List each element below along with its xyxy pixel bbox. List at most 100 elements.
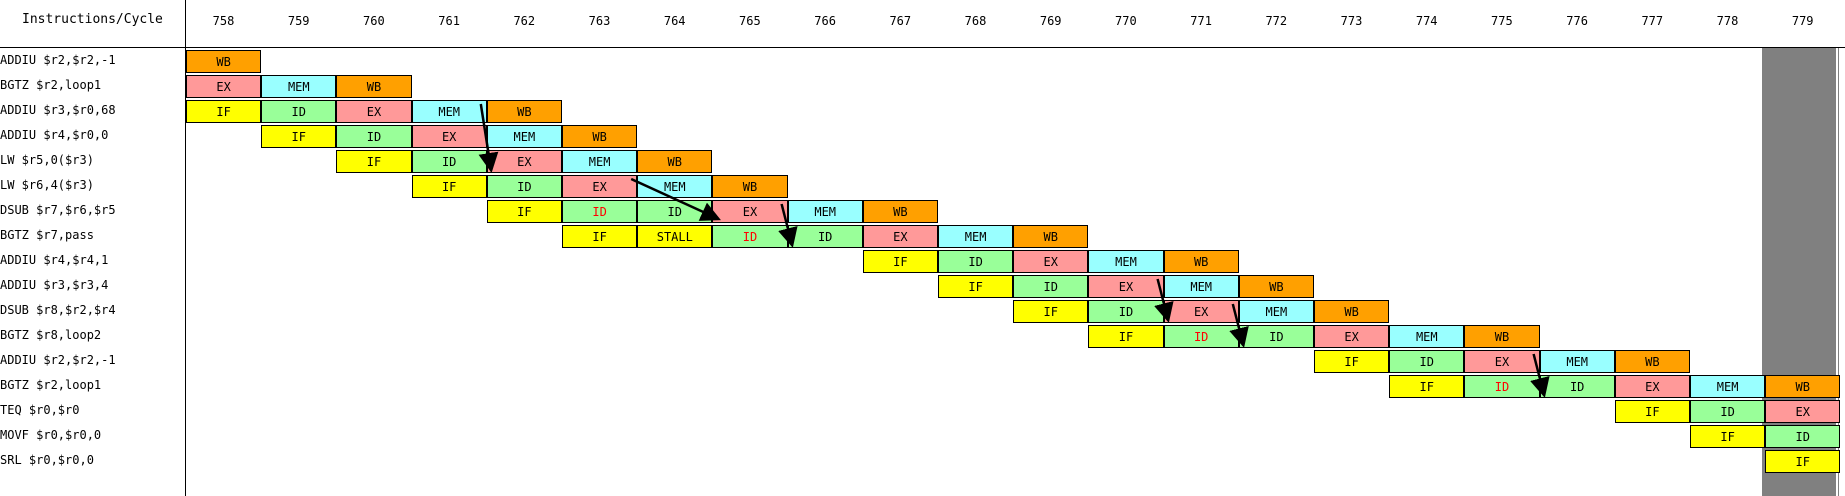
stage-cell-id: ID xyxy=(411,150,487,173)
cycle-header-cell: 762 xyxy=(513,14,536,28)
stage-cell-mem: MEM xyxy=(1238,300,1314,323)
instruction-label: ADDIU $r4,$r0,0 xyxy=(0,128,109,142)
instruction-label: ADDIU $r3,$r0,68 xyxy=(0,103,116,117)
stage-cell-ex: EX xyxy=(1314,325,1390,348)
stage-cell-wb: WB xyxy=(562,125,638,148)
stage-cell-ex: EX xyxy=(1614,375,1690,398)
stage-cell-id: ID xyxy=(787,225,863,248)
stage-cell-if: IF xyxy=(862,250,938,273)
stage-cell-ex: EX xyxy=(1765,400,1841,423)
stage-cell-wb: WB xyxy=(1013,225,1089,248)
header-divider xyxy=(0,47,1845,48)
stage-cell-mem: MEM xyxy=(637,175,713,198)
stage-cell-wb: WB xyxy=(186,50,262,73)
stage-cell-wb: WB xyxy=(862,200,938,223)
stage-cell-if: IF xyxy=(1389,375,1465,398)
stage-cell-mem: MEM xyxy=(1389,325,1465,348)
stage-cell-if: IF xyxy=(261,125,337,148)
forwarding-arrow xyxy=(1229,303,1249,348)
stage-cell-if: IF xyxy=(186,100,262,123)
cycle-header-cell: 770 xyxy=(1115,14,1137,28)
cycle-header-cell: 761 xyxy=(438,14,460,28)
stage-cell-wb: WB xyxy=(1765,375,1841,398)
instruction-label: TEQ $r0,$r0 xyxy=(0,403,80,417)
stage-cell-mem: MEM xyxy=(1690,375,1766,398)
forwarding-arrow xyxy=(478,103,499,173)
cycle-header-cell: 763 xyxy=(588,14,611,28)
instruction-label: DSUB $r7,$r6,$r5 xyxy=(0,203,116,217)
stage-cell-ex: EX xyxy=(1464,350,1540,373)
cycle-header-cell: 759 xyxy=(287,14,310,28)
stage-cell-wb: WB xyxy=(486,100,562,123)
instruction-label: BGTZ $r2,loop1 xyxy=(0,78,102,92)
cycle-header-cell: 779 xyxy=(1791,14,1814,28)
instruction-label: ADDIU $r2,$r2,-1 xyxy=(0,53,116,67)
stage-cell-id: ID xyxy=(1013,275,1089,298)
stage-cell-wb: WB xyxy=(637,150,713,173)
stage-cell-wb: WB xyxy=(1314,300,1390,323)
instruction-label: DSUB $r8,$r2,$r4 xyxy=(0,303,116,317)
stage-cell-mem: MEM xyxy=(562,150,638,173)
stage-cell-id: ID xyxy=(486,175,562,198)
stage-cell-ex: EX xyxy=(336,100,412,123)
forwarding-arrow xyxy=(778,203,798,248)
stage-cell-if: IF xyxy=(1088,325,1164,348)
stage-cell-mem: MEM xyxy=(1163,275,1239,298)
stage-cell-id: ID xyxy=(712,225,788,248)
instruction-label: BGTZ $r7,pass xyxy=(0,228,94,242)
stage-cell-if: IF xyxy=(1765,450,1841,473)
stage-cell-if: IF xyxy=(486,200,562,223)
stage-cell-if: IF xyxy=(411,175,487,198)
cycle-header-cell: 777 xyxy=(1641,14,1664,28)
instruction-label: SRL $r0,$r0,0 xyxy=(0,453,94,467)
cycle-header-cell: 772 xyxy=(1265,14,1288,28)
stage-cell-if: IF xyxy=(1614,400,1690,423)
forwarding-arrow xyxy=(1154,278,1174,323)
stage-cell-mem: MEM xyxy=(787,200,863,223)
stage-cell-id: ID xyxy=(938,250,1014,273)
stage-cell-ex: EX xyxy=(186,75,262,98)
stage-cell-if: IF xyxy=(1314,350,1390,373)
cycle-header-cell: 769 xyxy=(1039,14,1062,28)
cycle-header-cell: 765 xyxy=(739,14,761,28)
stage-cell-id: ID xyxy=(562,200,638,223)
cycle-header-cell: 766 xyxy=(814,14,836,28)
stage-cell-ex: EX xyxy=(562,175,638,198)
header-title: Instructions/Cycle xyxy=(22,12,163,27)
cycle-header-cell: 776 xyxy=(1566,14,1588,28)
cycle-header-cell: 771 xyxy=(1190,14,1212,28)
stage-cell-ex: EX xyxy=(1163,300,1239,323)
column-divider xyxy=(185,0,186,496)
cycle-header-cell: 758 xyxy=(212,14,235,28)
instruction-label: BGTZ $r8,loop2 xyxy=(0,328,102,342)
stage-cell-wb: WB xyxy=(336,75,412,98)
stage-cell-mem: MEM xyxy=(938,225,1014,248)
stage-cell-ex: EX xyxy=(862,225,938,248)
cycle-header-cell: 768 xyxy=(964,14,987,28)
stage-cell-wb: WB xyxy=(1464,325,1540,348)
instruction-label: ADDIU $r2,$r2,-1 xyxy=(0,353,116,367)
stage-cell-ex: EX xyxy=(1088,275,1164,298)
cycle-header-cell: 764 xyxy=(663,14,686,28)
instruction-label: MOVF $r0,$r0,0 xyxy=(0,428,102,442)
stage-cell-id: ID xyxy=(1163,325,1239,348)
cycle-header-cell: 760 xyxy=(363,14,385,28)
stage-cell-id: ID xyxy=(637,200,713,223)
stage-cell-wb: WB xyxy=(712,175,788,198)
stage-cell-id: ID xyxy=(336,125,412,148)
stage-cell-ex: EX xyxy=(1013,250,1089,273)
instruction-label: LW $r6,4($r3) xyxy=(0,178,94,192)
stage-cell-id: ID xyxy=(1389,350,1465,373)
cycle-header-cell: 778 xyxy=(1716,14,1739,28)
cycle-header-cell: 775 xyxy=(1491,14,1513,28)
stage-cell-ex: EX xyxy=(486,150,562,173)
stage-cell-ex: EX xyxy=(411,125,487,148)
stage-cell-id: ID xyxy=(1690,400,1766,423)
stage-cell-mem: MEM xyxy=(261,75,337,98)
stage-cell-id: ID xyxy=(1765,425,1841,448)
cycle-header-cell: 773 xyxy=(1340,14,1363,28)
stage-cell-id: ID xyxy=(1464,375,1540,398)
scrollbar-track[interactable] xyxy=(1838,47,1839,496)
